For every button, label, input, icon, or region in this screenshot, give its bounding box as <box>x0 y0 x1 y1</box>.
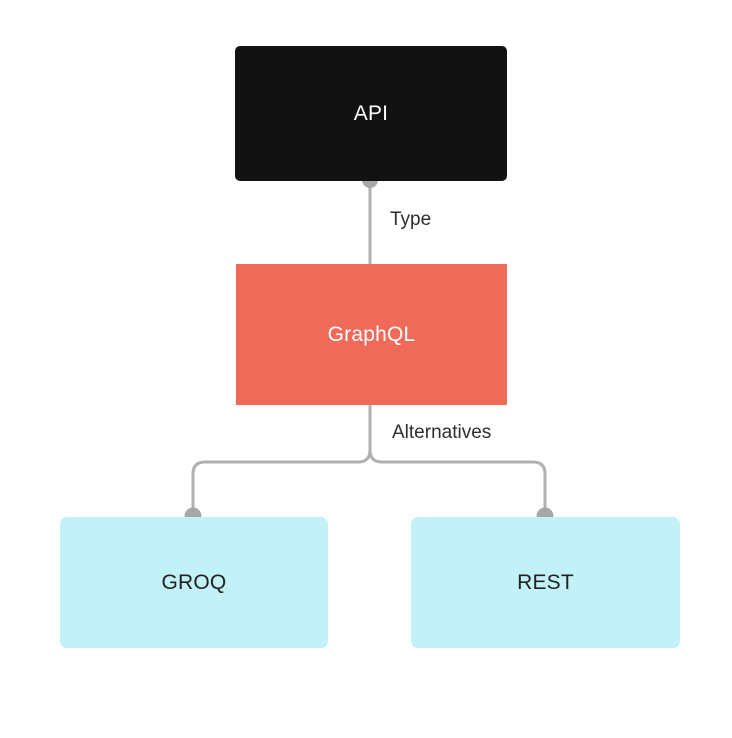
node-rest[interactable]: REST <box>411 517 680 648</box>
edge-label-alternatives: Alternatives <box>392 422 492 443</box>
node-api[interactable]: API <box>235 46 507 181</box>
edge-label-type: Type <box>390 209 432 230</box>
node-graphql[interactable]: GraphQL <box>236 264 507 405</box>
connector-graphql-fork-right <box>368 448 547 518</box>
node-rest-label: REST <box>517 570 574 594</box>
node-groq-label: GROQ <box>161 570 227 594</box>
node-api-label: API <box>353 101 389 125</box>
node-graphql-label: GraphQL <box>327 322 416 346</box>
connector-graphql-fork <box>191 403 372 518</box>
node-groq[interactable]: GROQ <box>60 517 328 648</box>
